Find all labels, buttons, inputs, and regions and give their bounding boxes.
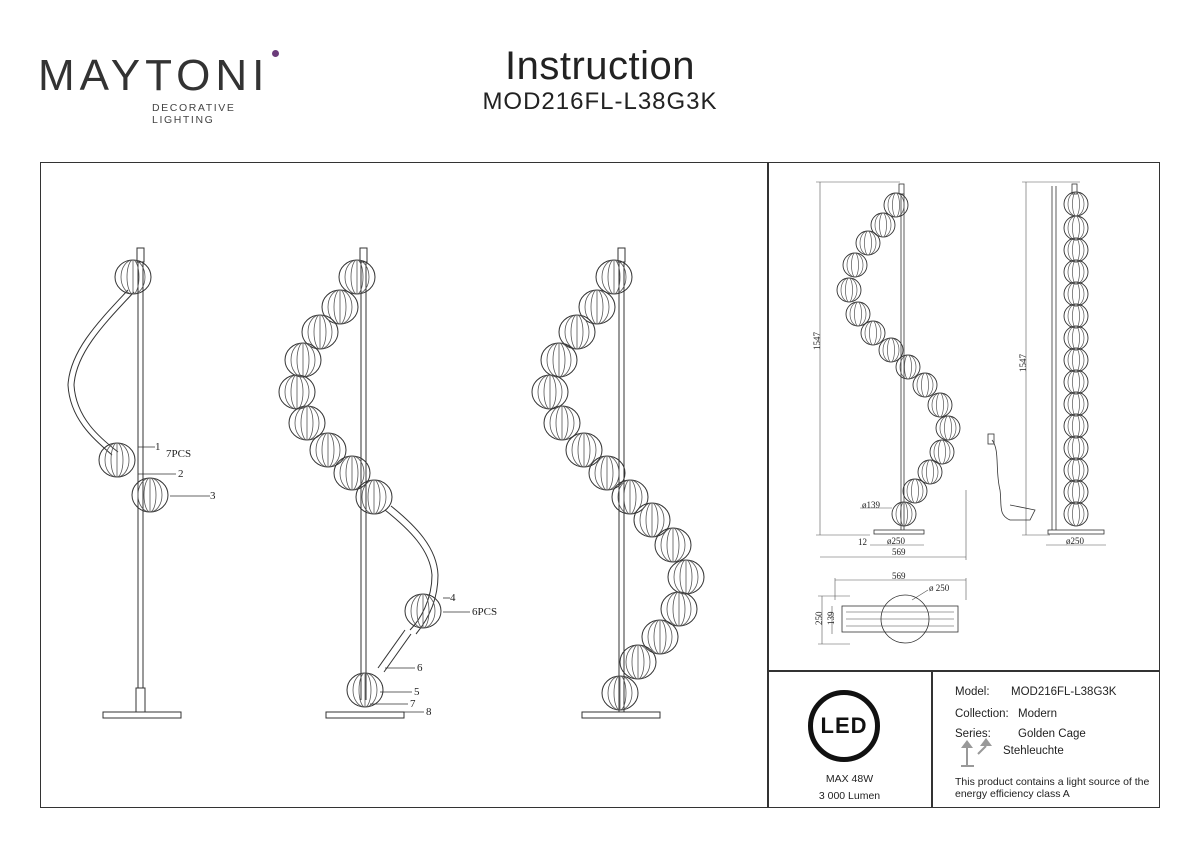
dim-base-diameter: ø250 (887, 536, 905, 546)
label-part-5: 5 (414, 686, 420, 698)
label-qty-6pcs: 6PCS (472, 606, 498, 618)
spec-type-value: Stehleuchte (1003, 745, 1064, 757)
label-qty-7pcs: 7PCS (166, 448, 192, 460)
dim-front-height: 1547 (812, 332, 822, 350)
dim-front-width: 569 (892, 547, 906, 557)
energy-note: This product contains a light source of … (955, 776, 1150, 800)
brand-logo: MAYTONI DECORATIVE LIGHTING (38, 50, 288, 126)
label-part-6: 6 (417, 662, 423, 674)
dim-top-depth: 250 (814, 611, 824, 626)
page-model: MOD216FL-L38G3K (482, 88, 718, 115)
dim-base-thickness: 12 (858, 537, 867, 547)
spec-collection-label: Collection: (955, 708, 1009, 720)
label-part-3: 3 (210, 490, 216, 502)
spec-model-value: MOD216FL-L38G3K (1011, 686, 1117, 698)
label-part-1: 1 (155, 441, 161, 453)
dim-top-width: 569 (892, 571, 906, 581)
dim-sphere-diameter: ø139 (862, 500, 880, 510)
dim-top-base: ø 250 (929, 583, 950, 593)
spec-collection-value: Modern (1018, 708, 1057, 720)
dim-side-base: ø250 (1066, 536, 1084, 546)
spec-series-value: Golden Cage (1018, 728, 1086, 740)
dim-top-inner: 139 (826, 611, 836, 626)
assembly-step-1 (67, 247, 210, 719)
led-badge-icon: LED (808, 690, 880, 762)
assembly-step-3 (531, 247, 705, 719)
label-part-8: 8 (426, 706, 432, 718)
floor-lamp-icon (961, 738, 992, 767)
front-dimension-view (816, 181, 967, 560)
divider-vertical (767, 162, 769, 808)
spec-power: MAX 48W (825, 773, 874, 785)
side-dimension-view (987, 181, 1106, 546)
spec-model-label: Model: (955, 686, 990, 698)
drawing-frame (40, 162, 1160, 808)
logo-dot-icon (272, 50, 279, 57)
divider-horizontal (767, 670, 1160, 672)
label-part-4: 4 (450, 592, 456, 604)
led-badge-text: LED (820, 713, 868, 738)
spec-series-label: Series: (955, 728, 991, 740)
page-title: Instruction (504, 44, 696, 88)
spec-lumen: 3 000 Lumen (818, 790, 881, 802)
divider-spec (931, 670, 933, 808)
assembly-step-2 (278, 247, 470, 719)
label-part-2: 2 (178, 468, 184, 480)
label-part-7: 7 (410, 698, 416, 710)
brand-name: MAYTONI (38, 51, 270, 100)
dim-side-height: 1547 (1018, 354, 1028, 372)
top-dimension-view (818, 578, 967, 645)
brand-tagline: DECORATIVE LIGHTING (152, 102, 236, 126)
